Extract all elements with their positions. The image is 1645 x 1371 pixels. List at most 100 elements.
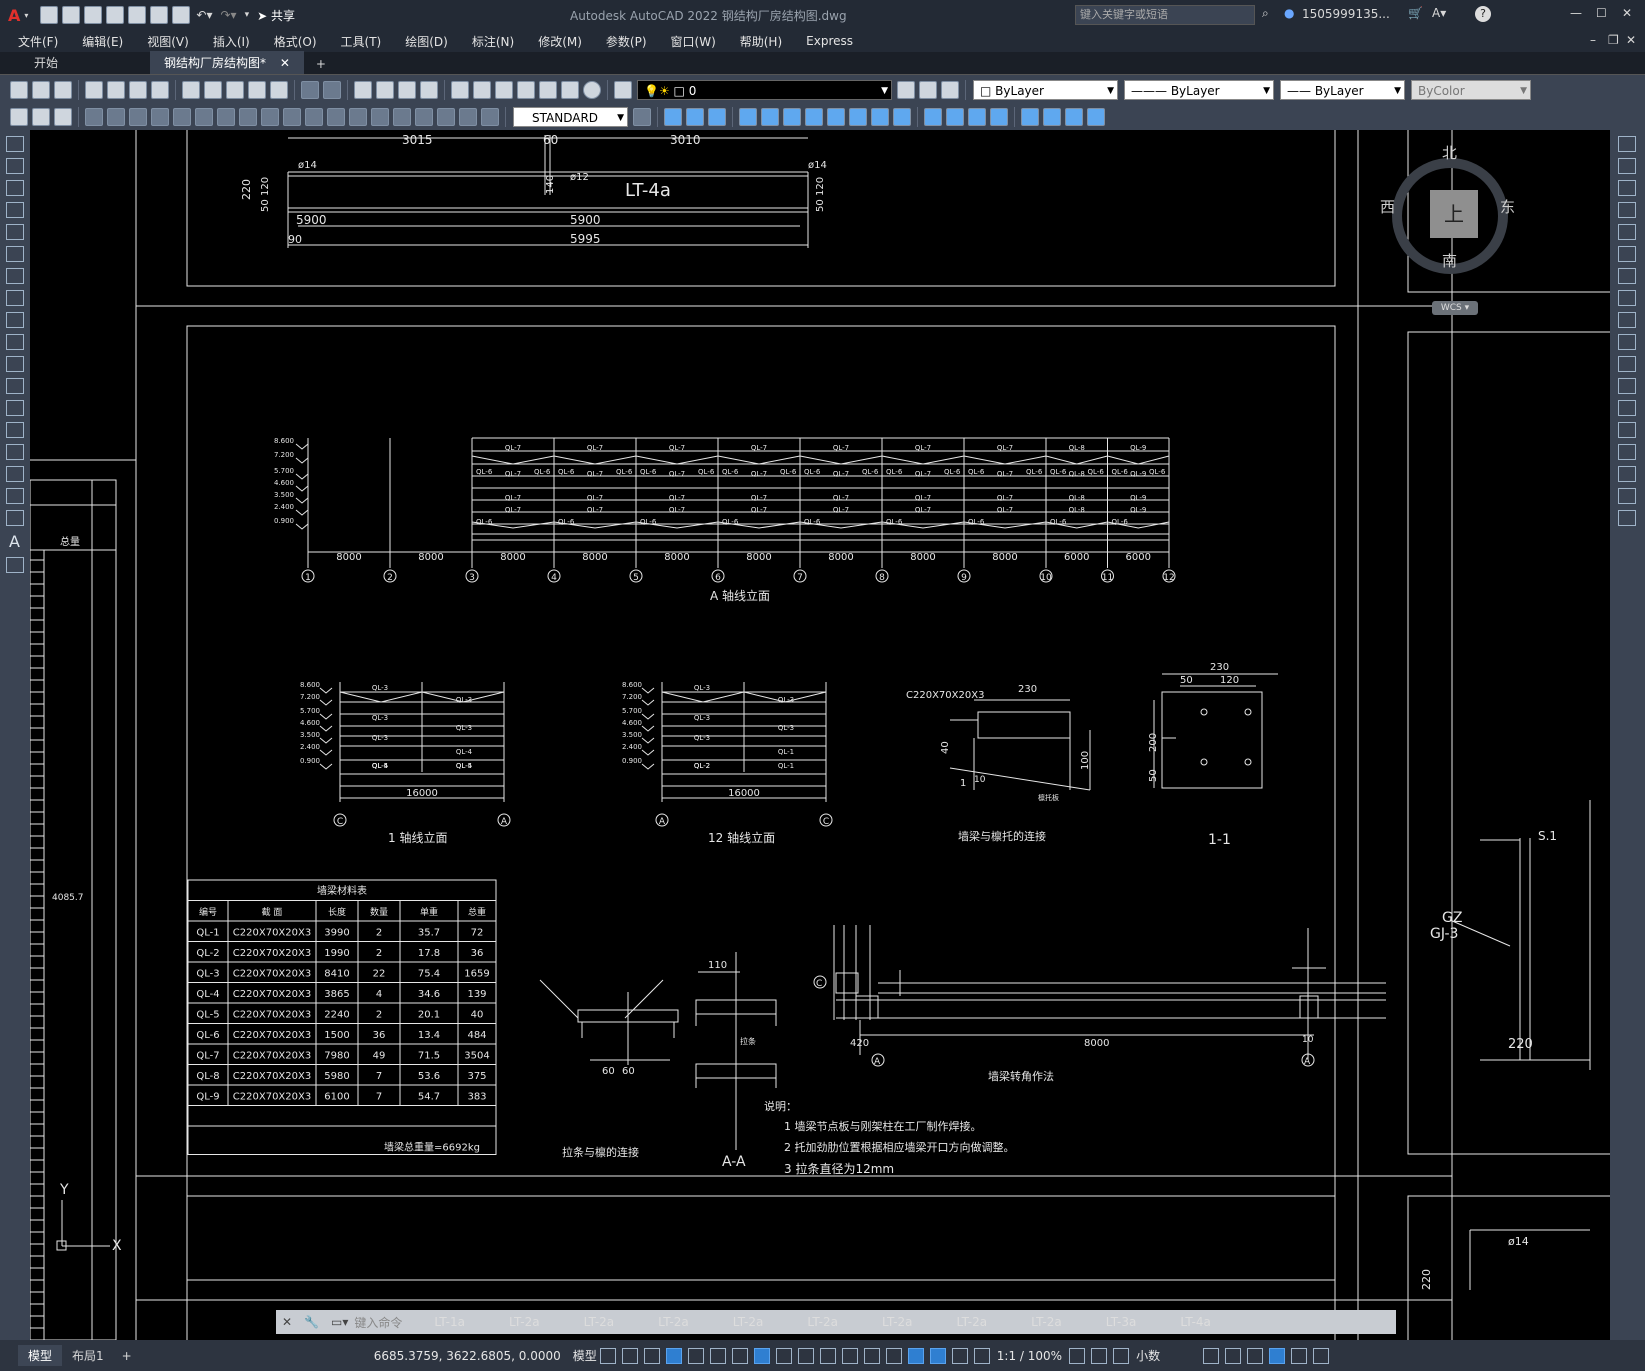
make-block-icon[interactable] (6, 400, 24, 416)
selection-cycling-icon[interactable] (819, 1347, 836, 1364)
viewcube-top-face[interactable]: 上 (1430, 190, 1478, 238)
workspace-gear-icon[interactable] (1069, 1347, 1086, 1364)
shell-icon[interactable] (1065, 108, 1083, 126)
zoom-realtime-icon[interactable] (376, 80, 394, 99)
wcs-button[interactable]: WCS ▾ (1432, 301, 1478, 315)
aligned-dim-icon[interactable] (107, 108, 125, 126)
diameter-icon[interactable] (217, 108, 235, 126)
hatch-icon[interactable] (32, 108, 50, 126)
help-icon[interactable]: ? (1475, 6, 1491, 22)
point-icon[interactable] (6, 422, 24, 438)
drawing-canvas[interactable]: 4085.7 总量 3015 60 3010 5900 5900 5995 90… (30, 130, 1610, 1340)
annotation-scale-icon[interactable] (973, 1347, 990, 1364)
otrack-icon[interactable] (731, 1347, 748, 1364)
interfere-icon[interactable] (893, 108, 911, 126)
3d-subtract-icon[interactable] (708, 108, 726, 126)
3d-osnap-icon[interactable] (841, 1347, 858, 1364)
coordinates[interactable]: 6685.3759, 3622.6805, 0.0000 (373, 1348, 561, 1363)
rotate-3d-icon[interactable] (761, 108, 779, 126)
gizmo-icon[interactable] (907, 1347, 924, 1364)
menu-help[interactable]: 帮助(H) (739, 34, 783, 49)
annotation-visibility-icon[interactable] (929, 1347, 946, 1364)
menu-format[interactable]: 格式(O) (273, 34, 317, 49)
save-icon[interactable] (84, 6, 103, 24)
delete-face-icon[interactable] (990, 108, 1008, 126)
units-dropdown[interactable]: 小数 (1136, 1349, 1161, 1363)
plotstyle-dropdown[interactable]: ByColor ▼ (1411, 79, 1531, 100)
lock-ui-icon[interactable] (1225, 1347, 1242, 1364)
tolerance-icon[interactable] (371, 108, 389, 126)
app-menu-chevron-icon[interactable]: ▾ (24, 10, 29, 20)
open-web-icon[interactable] (128, 6, 147, 24)
spline-icon[interactable] (6, 312, 24, 328)
customization-icon[interactable] (1313, 1347, 1330, 1364)
viewcube-west[interactable]: 西 (1380, 198, 1396, 216)
dim-update-icon[interactable] (481, 108, 499, 126)
match-prop-icon[interactable] (248, 80, 266, 99)
hatch-draw-icon[interactable] (6, 444, 24, 460)
print-icon[interactable] (85, 80, 103, 99)
app-logo-icon[interactable]: A (8, 5, 21, 25)
construction-line-icon[interactable] (6, 158, 24, 174)
check-icon[interactable] (1087, 108, 1105, 126)
rectangle-icon[interactable] (6, 224, 24, 240)
layer-dropdown[interactable]: 💡☀ □ 0 ▼ (637, 79, 892, 100)
user-icon[interactable]: ● (1284, 6, 1295, 20)
mtext-icon[interactable]: A (9, 532, 20, 551)
layer-iso-icon[interactable] (941, 80, 959, 99)
undo-tb-icon[interactable] (301, 80, 319, 99)
layer-previous-icon[interactable] (919, 80, 937, 99)
command-settings-icon[interactable]: 🔧 (304, 1315, 320, 1329)
selection-filter-icon[interactable] (885, 1347, 902, 1364)
auto-scale-icon[interactable] (951, 1347, 968, 1364)
rotate-icon[interactable] (1618, 268, 1636, 284)
dim-break-icon[interactable] (349, 108, 367, 126)
menu-draw[interactable]: 绘图(D) (405, 34, 448, 49)
move-3d-icon[interactable] (739, 108, 757, 126)
open-icon[interactable] (32, 80, 50, 99)
print-preview-icon[interactable] (107, 80, 125, 99)
offset-icon[interactable] (1618, 202, 1636, 218)
properties-icon[interactable] (451, 80, 469, 99)
wipeout-icon[interactable] (10, 108, 28, 126)
center-mark-icon[interactable] (393, 108, 411, 126)
layout1-tab[interactable]: 布局1 (72, 1349, 104, 1363)
jogged-icon[interactable] (195, 108, 213, 126)
sheet-set-icon[interactable] (517, 80, 535, 99)
quick-properties-icon[interactable] (1203, 1347, 1220, 1364)
doc-close-button[interactable]: ✕ (1626, 33, 1637, 47)
units-icon[interactable] (1113, 1347, 1130, 1364)
isolate-objects-icon[interactable] (1247, 1347, 1264, 1364)
new-file-icon[interactable] (40, 6, 59, 24)
share-button[interactable]: ➤ 共享 (257, 8, 295, 23)
move-icon[interactable] (1618, 246, 1636, 262)
menu-tools[interactable]: 工具(T) (340, 34, 382, 49)
angular-icon[interactable] (239, 108, 257, 126)
mirror-icon[interactable] (1618, 180, 1636, 196)
viewcube-south[interactable]: 南 (1442, 252, 1458, 270)
cart-icon[interactable]: 🛒 (1408, 6, 1423, 20)
zoom-previous-icon[interactable] (420, 80, 438, 99)
dim-edit-icon[interactable] (437, 108, 455, 126)
stretch-icon[interactable] (1618, 312, 1636, 328)
polyline-icon[interactable] (6, 180, 24, 196)
line-icon[interactable] (6, 136, 24, 152)
linear-dim-icon[interactable] (85, 108, 103, 126)
extrude-face-icon[interactable] (924, 108, 942, 126)
dim-text-edit-icon[interactable] (459, 108, 477, 126)
menu-modify[interactable]: 修改(M) (538, 34, 582, 49)
transparency-icon[interactable] (797, 1347, 814, 1364)
zoom-window-icon[interactable] (398, 80, 416, 99)
doc-minimize-button[interactable]: – (1590, 33, 1596, 47)
offset-face-icon[interactable] (968, 108, 986, 126)
command-prompt-icon[interactable]: ▭▾ (331, 1315, 349, 1329)
move-face-icon[interactable] (946, 108, 964, 126)
3d-union-icon[interactable] (686, 108, 704, 126)
save-web-icon[interactable] (150, 6, 169, 24)
region-icon[interactable] (54, 108, 72, 126)
help-tb-icon[interactable] (583, 80, 601, 99)
blend-icon[interactable] (1618, 488, 1636, 504)
tab-close-icon[interactable]: ✕ (279, 56, 290, 70)
dimstyle-dropdown[interactable]: STANDARD ▼ (513, 107, 628, 127)
erase-icon[interactable] (1618, 136, 1636, 152)
